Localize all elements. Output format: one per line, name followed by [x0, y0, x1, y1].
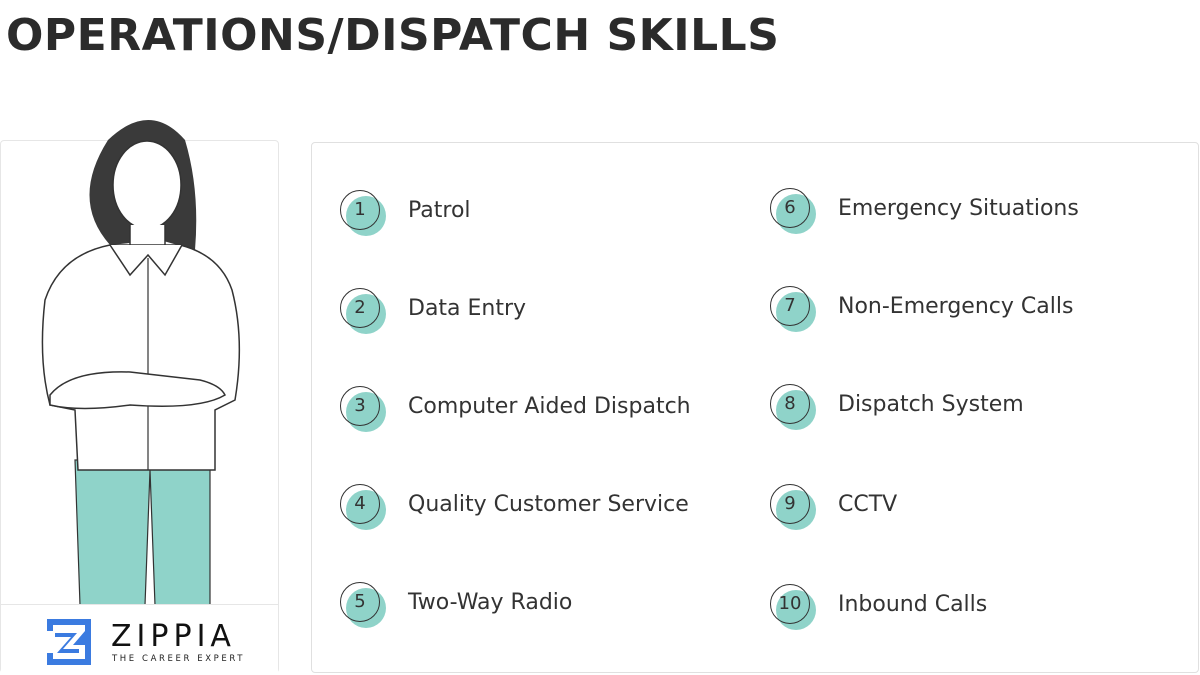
logo-wordmark: ZIPPIA [111, 619, 236, 654]
skill-number: 1 [354, 199, 366, 220]
logo-tagline: THE CAREER EXPERT [112, 654, 246, 664]
skill-label: Data Entry [408, 296, 527, 321]
zippia-z-logo-icon [47, 619, 91, 665]
number-badge-icon: 8 [770, 384, 820, 434]
skill-number: 5 [354, 591, 366, 612]
skill-number: 8 [784, 393, 796, 414]
number-badge-icon: 9 [770, 484, 820, 534]
skill-number: 2 [354, 297, 366, 318]
skill-number: 9 [784, 493, 796, 514]
skills-card [311, 142, 1199, 673]
skill-number: 10 [778, 593, 802, 614]
skill-label: Dispatch System [838, 392, 1024, 417]
number-badge-icon: 2 [340, 288, 390, 338]
skill-number: 6 [784, 197, 796, 218]
skill-number: 4 [354, 493, 366, 514]
number-badge-icon: 10 [770, 584, 820, 634]
number-badge-icon: 7 [770, 286, 820, 336]
woman-illustration-icon [41, 120, 241, 606]
skill-label: Quality Customer Service [408, 492, 689, 517]
skill-label: Patrol [408, 198, 471, 223]
skill-label: Two-Way Radio [408, 590, 573, 615]
page-title: OPERATIONS/DISPATCH SKILLS [6, 10, 780, 61]
zippia-logo: ZIPPIA THE CAREER EXPERT [1, 604, 278, 673]
skill-label: Emergency Situations [838, 196, 1079, 221]
skill-label: Inbound Calls [838, 592, 988, 617]
skill-number: 7 [784, 295, 796, 316]
number-badge-icon: 3 [340, 386, 390, 436]
skill-number: 3 [354, 395, 366, 416]
number-badge-icon: 5 [340, 582, 390, 632]
number-badge-icon: 4 [340, 484, 390, 534]
number-badge-icon: 1 [340, 190, 390, 240]
number-badge-icon: 6 [770, 188, 820, 238]
skill-label: Computer Aided Dispatch [408, 394, 691, 419]
skill-label: Non-Emergency Calls [838, 294, 1074, 319]
skill-label: CCTV [838, 492, 898, 517]
